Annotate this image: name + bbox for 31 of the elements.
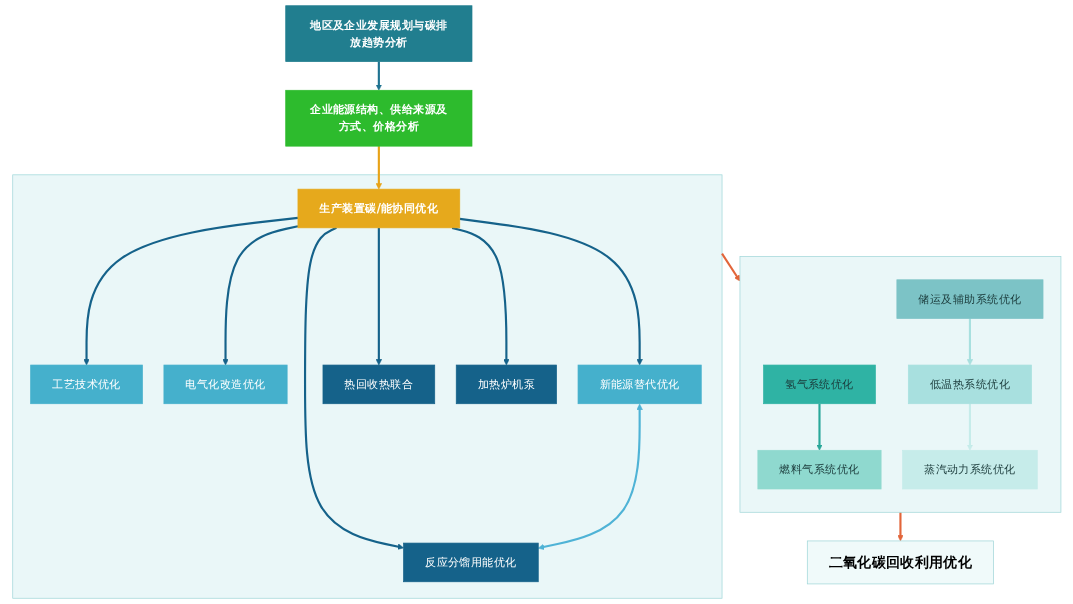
arrow xyxy=(459,217,643,366)
node-box: 二氧化碳回收利用优化 xyxy=(806,540,994,585)
node-box: 工艺技术优化 xyxy=(29,364,143,405)
arrow xyxy=(720,253,740,282)
node-box: 储运及辅助系统优化 xyxy=(896,279,1044,319)
node-box: 反应分馏用能优化 xyxy=(402,542,539,583)
node-box: 地区及企业发展规划与碳排放趋势分析 xyxy=(285,5,472,62)
cluster xyxy=(739,256,1061,513)
arrow xyxy=(816,403,823,451)
node-box: 加热炉机泵 xyxy=(455,364,557,405)
arrow xyxy=(896,512,904,542)
node-box: 电气化改造优化 xyxy=(163,364,288,405)
arrow xyxy=(537,403,643,551)
arrow xyxy=(375,61,382,91)
arrow xyxy=(375,146,382,190)
node-box: 企业能源结构、供给来源及方式、价格分析 xyxy=(285,89,472,147)
node-box: 热回收热联合 xyxy=(322,364,435,405)
arrow xyxy=(375,227,382,366)
node-box: 新能源替代优化 xyxy=(577,364,702,405)
cluster xyxy=(12,174,723,599)
arrow xyxy=(451,226,510,366)
node-box: 生产装置碳/能协同优化 xyxy=(297,188,460,229)
arrow xyxy=(222,225,298,366)
arrow xyxy=(966,318,973,366)
node-box: 蒸汽动力系统优化 xyxy=(901,449,1038,490)
node-box: 氢气系统优化 xyxy=(762,364,876,405)
arrow xyxy=(966,403,973,451)
node-box: 低温热系统优化 xyxy=(907,364,1032,405)
arrow xyxy=(303,226,404,550)
node-box: 燃料气系统优化 xyxy=(757,449,882,490)
arrow xyxy=(83,216,298,366)
